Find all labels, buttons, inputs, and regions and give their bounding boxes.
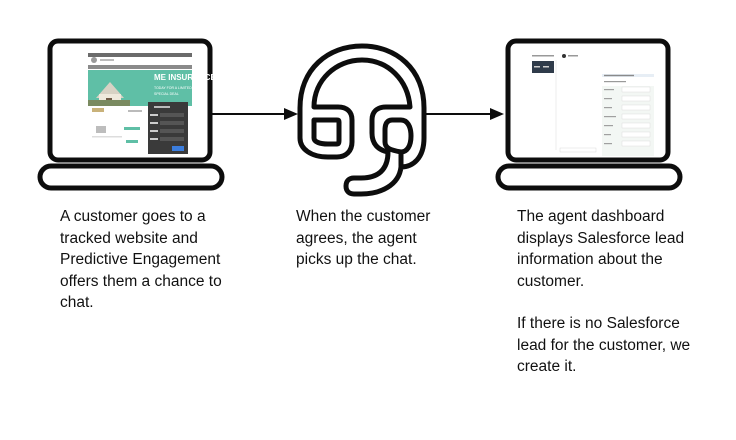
- website-banner-line1: ME INSURANCE: [154, 73, 216, 82]
- chat-offer-panel: [148, 102, 188, 154]
- step1-caption-text: A customer goes to a tracked website and…: [60, 208, 222, 311]
- step1-caption: A customer goes to a tracked website and…: [60, 206, 230, 314]
- agent-dashboard-screenshot: [530, 52, 658, 156]
- website-banner-line2: TODAY FOR A LIMITED: [154, 86, 192, 90]
- laptop-dashboard-icon: [495, 38, 683, 191]
- laptop-screen-frame: [47, 38, 213, 163]
- laptop-website-icon: ME INSURANCE TODAY FOR A LIMITED SPECIAL…: [37, 38, 225, 191]
- laptop-base: [37, 163, 225, 191]
- step2-caption-text: When the customer agrees, the agent pick…: [296, 208, 431, 268]
- step2-caption: When the customer agrees, the agent pick…: [296, 206, 446, 271]
- website-banner-line3: SPECIAL DEAL: [154, 92, 179, 96]
- step3-caption-text: The agent dashboard displays Salesforce …: [517, 208, 685, 290]
- step3-caption: The agent dashboard displays Salesforce …: [517, 206, 713, 378]
- chat-start-button: [172, 146, 184, 151]
- laptop-base: [495, 163, 683, 191]
- website-screenshot: ME INSURANCE TODAY FOR A LIMITED SPECIAL…: [86, 52, 216, 154]
- headset-outline: [297, 43, 427, 197]
- headset-agent-icon: [297, 43, 427, 197]
- laptop-screen-frame: [505, 38, 671, 163]
- arrow-right-icon: [426, 108, 504, 120]
- step3-note-text: If there is no Salesforce lead for the c…: [517, 315, 691, 375]
- arrow-right-icon: [208, 108, 298, 120]
